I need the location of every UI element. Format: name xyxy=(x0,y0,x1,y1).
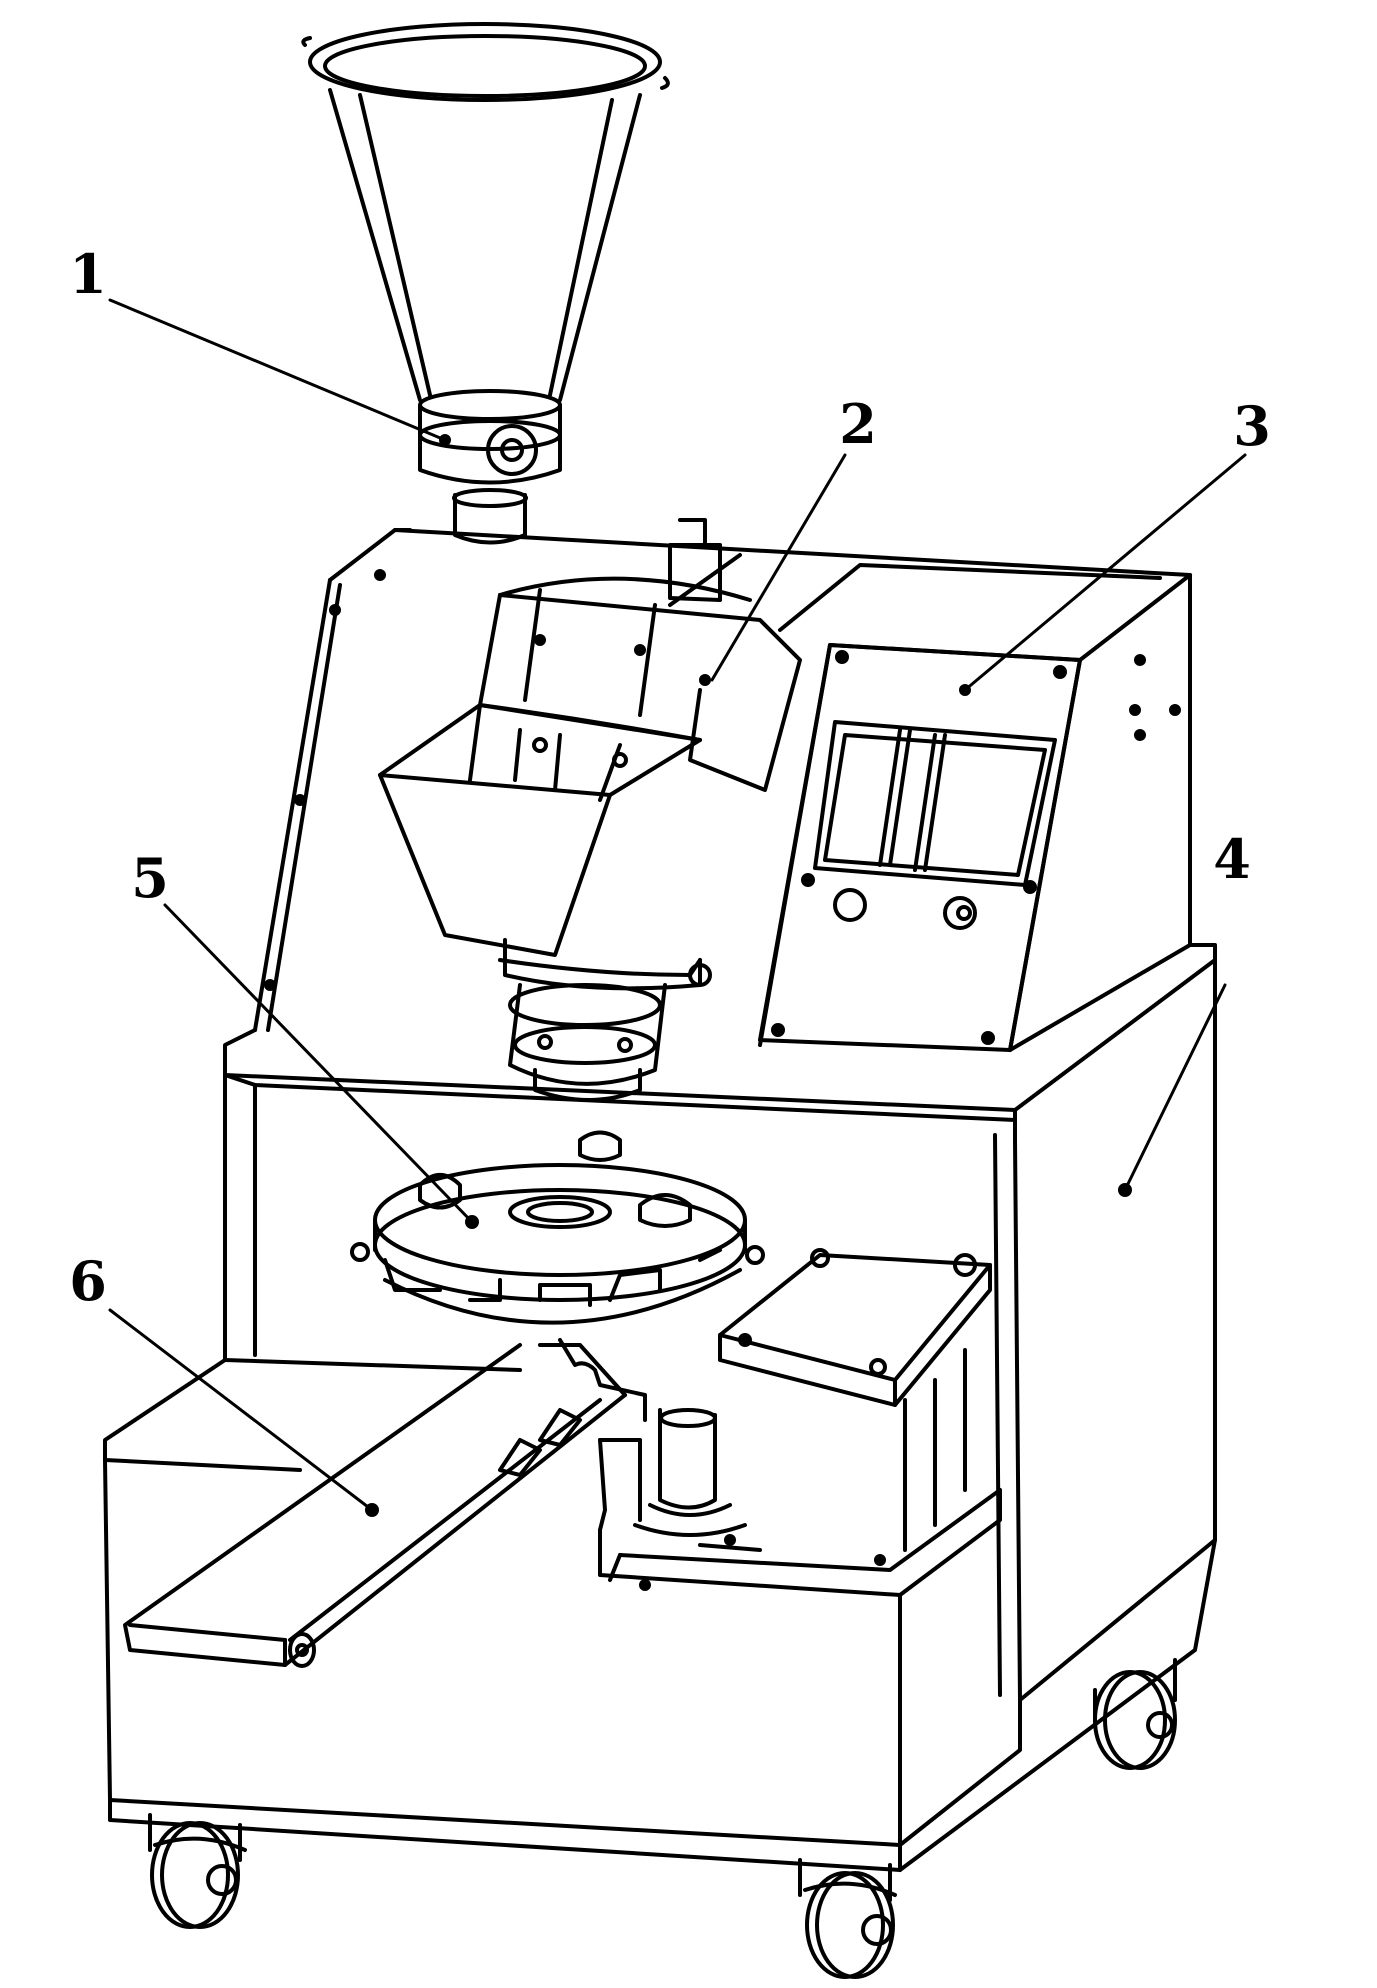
leader-line-2 xyxy=(710,453,847,682)
callout-1: 1 xyxy=(69,242,107,306)
conveyor xyxy=(103,1343,642,1668)
leader-line-1 xyxy=(108,298,447,442)
callout-5: 5 xyxy=(131,846,169,910)
leader-line-6 xyxy=(108,1308,374,1512)
callouts: 1 2 3 4 5 6 xyxy=(69,242,1271,1313)
control-panel xyxy=(758,643,1082,1052)
leader-lines xyxy=(108,298,1247,1512)
rotary-disc xyxy=(350,1130,977,1325)
callout-3: 3 xyxy=(1233,394,1271,458)
callout-4: 4 xyxy=(1213,827,1251,891)
right-platform xyxy=(558,1253,1002,1572)
upper-housing xyxy=(253,528,1192,1052)
mid-frame xyxy=(223,943,1217,1702)
casters xyxy=(148,1658,1177,1979)
filling-mechanism xyxy=(378,518,802,1102)
leader-line-5 xyxy=(163,903,474,1224)
leader-line-4 xyxy=(1123,983,1227,1192)
hopper xyxy=(301,22,670,545)
base-cabinet xyxy=(103,1458,1217,1872)
leader-line-3 xyxy=(963,453,1247,692)
callout-6: 6 xyxy=(69,1249,107,1313)
callout-2: 2 xyxy=(839,392,877,456)
